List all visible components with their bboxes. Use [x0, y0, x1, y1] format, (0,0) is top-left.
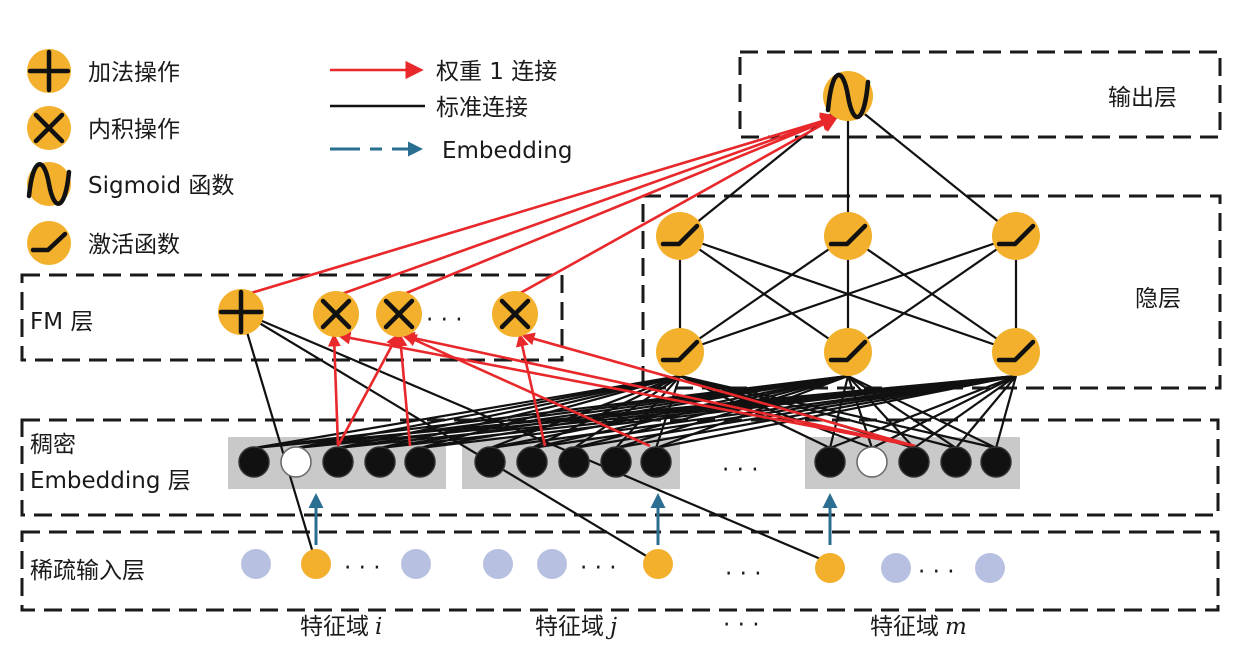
dense-to-hidden-link	[913, 375, 1017, 449]
dense-node	[980, 446, 1012, 478]
dense-to-hidden-link	[337, 374, 681, 450]
dense-to-hidden-link	[847, 375, 997, 449]
sparse-node-inactive	[401, 549, 431, 579]
sparse-ellipsis: · · ·	[580, 555, 617, 581]
sparse-to-add-connections	[239, 310, 831, 565]
dense-to-hidden-link	[531, 375, 681, 449]
dense-to-hidden-link	[379, 374, 681, 450]
legend-standard-label: 标准连接	[436, 95, 528, 121]
hidden-nodes	[656, 212, 1040, 376]
dense-to-hidden-link	[573, 374, 849, 450]
dense-node	[640, 446, 672, 478]
sparse-node-inactive	[975, 553, 1005, 583]
hidden-node	[656, 328, 704, 376]
fm-ellipsis: · · ·	[426, 307, 463, 333]
dense-ellipsis: · · ·	[722, 457, 759, 483]
dense-node	[940, 446, 972, 478]
output-layer-box	[738, 50, 1222, 139]
field-ellipsis: · · ·	[723, 612, 760, 638]
dense-node	[814, 446, 846, 478]
dense-to-hidden-link	[573, 375, 681, 449]
hidden-node	[992, 212, 1040, 260]
output-sigmoid-node	[823, 71, 873, 121]
sparse-ellipsis: · · ·	[344, 555, 381, 581]
hidden-layer-box	[641, 194, 1222, 390]
dense-to-hidden-link	[419, 374, 681, 450]
hidden-node	[656, 212, 704, 260]
embedding-arrows	[308, 493, 838, 545]
legend-add-label: 加法操作	[88, 60, 180, 86]
dense-to-hidden-connections	[253, 374, 1018, 450]
fm-inner-product-node	[313, 291, 359, 337]
legend-sigmoid-label: Sigmoid 函数	[88, 173, 234, 199]
dense-node	[404, 446, 436, 478]
dense-node	[322, 446, 354, 478]
legend-add-icon	[27, 49, 71, 93]
dense-to-hidden-link	[531, 374, 849, 450]
sparse-input-nodes	[241, 549, 1005, 583]
dense-node-active	[280, 446, 312, 478]
fm-add-node	[218, 289, 264, 335]
dense-node	[898, 446, 930, 478]
legend-lines: 权重 1 连接 标准连接 Embedding	[330, 59, 572, 164]
sparse-node-active	[643, 549, 673, 579]
legend-sigmoid-icon	[26, 162, 72, 206]
fm-layer-label: FM 层	[30, 309, 93, 335]
dense-node-active	[856, 446, 888, 478]
legend-embedding-label: Embedding	[442, 138, 572, 164]
dense-layer-label-line2: Embedding 层	[30, 468, 191, 494]
sparse-node-active	[301, 549, 331, 579]
dense-node	[558, 446, 590, 478]
legend-activation-label: 激活函数	[88, 232, 180, 258]
sparse-input-layer-box	[20, 530, 1220, 612]
sparse-node-inactive	[483, 549, 513, 579]
dense-embedding-nodes	[238, 446, 1012, 478]
legend-inner-label: 内积操作	[88, 117, 180, 143]
weight1-connections	[240, 112, 916, 448]
dense-node	[364, 446, 396, 478]
hidden-node	[992, 328, 1040, 376]
sparse-node-inactive	[537, 549, 567, 579]
output-layer-label: 输出层	[1108, 85, 1177, 111]
dense-to-hidden-link	[654, 375, 682, 449]
dense-node	[600, 446, 632, 478]
dense-to-hidden-link	[994, 375, 1018, 449]
sparse-ellipsis: · · ·	[725, 561, 762, 587]
dense-node	[238, 446, 270, 478]
dense-node	[474, 446, 506, 478]
dense-layer-label-line1: 稠密	[30, 432, 76, 458]
legend-symbols: 加法操作 内积操作 Sigmoid 函数 激活函数	[26, 49, 234, 265]
legend-inner-product-icon	[27, 106, 71, 150]
sparse-node-inactive	[241, 549, 271, 579]
hidden-node	[824, 328, 872, 376]
sparse-ellipsis: · · ·	[918, 559, 955, 585]
dense-to-hidden-link	[419, 374, 849, 450]
fm-inner-product-node	[492, 291, 538, 337]
dense-to-hidden-link	[379, 374, 849, 450]
legend-weight1-label: 权重 1 连接	[436, 59, 557, 85]
sparse-node-inactive	[881, 553, 911, 583]
dense-to-hidden-link	[847, 375, 915, 449]
dense-to-hidden-link	[847, 375, 957, 449]
hidden-node	[824, 212, 872, 260]
fm-inner-product-node	[376, 291, 422, 337]
sparse-layer-label: 稀疏输入层	[30, 558, 145, 584]
dense-node	[516, 446, 548, 478]
sparse-node-active	[815, 553, 845, 583]
dense-to-hidden-link	[955, 375, 1017, 449]
legend-activation-icon	[27, 221, 71, 265]
fm-layer-box	[20, 273, 564, 362]
hidden-layer-label: 隐层	[1135, 286, 1181, 312]
dense-to-hidden-link	[679, 374, 997, 450]
dense-to-hidden-link	[871, 375, 1017, 449]
dense-to-hidden-link	[679, 374, 957, 450]
